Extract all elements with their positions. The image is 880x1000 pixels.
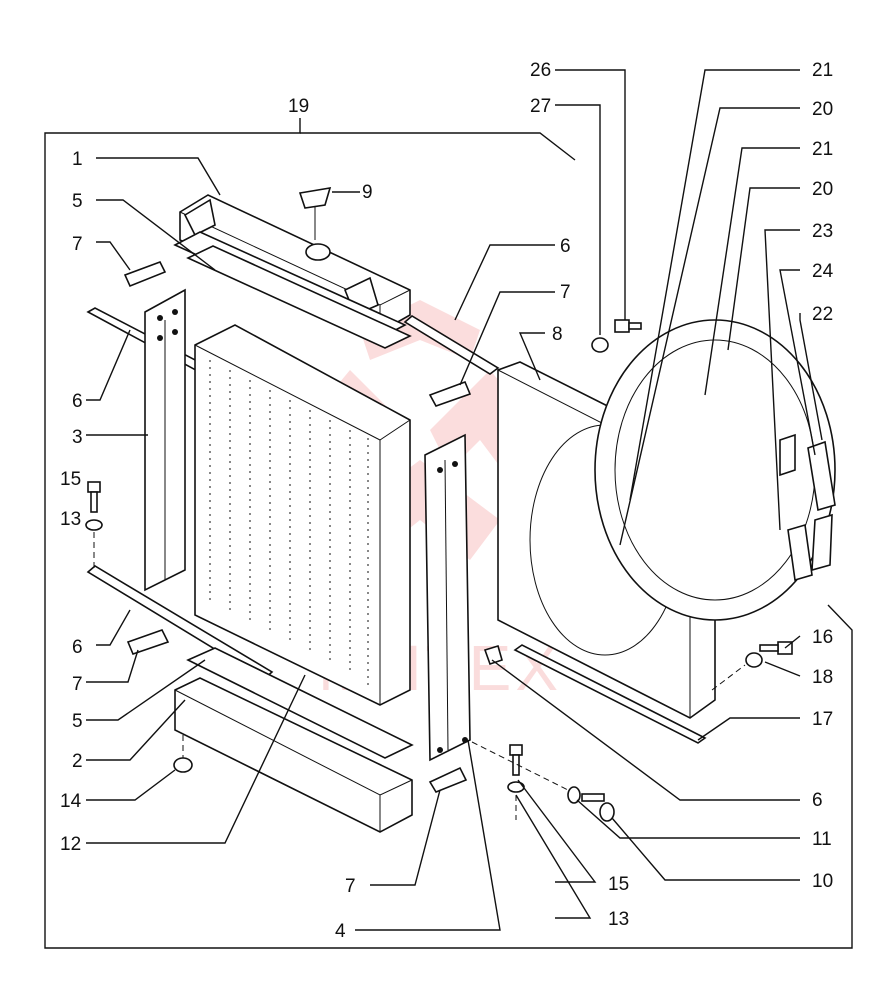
callout-4: 4 bbox=[335, 921, 346, 942]
callout-13-left: 13 bbox=[60, 509, 81, 530]
callout-18: 18 bbox=[812, 667, 833, 688]
spacer-plate-upper bbox=[123, 261, 167, 288]
callout-20-upper: 20 bbox=[812, 99, 833, 120]
callout-15-bottom: 15 bbox=[608, 874, 629, 895]
bolt-shroud-top bbox=[591, 319, 642, 353]
callout-labels: 19 1 9 5 7 6 3 15 13 6 7 5 2 14 12 26 27… bbox=[60, 60, 834, 942]
callout-2: 2 bbox=[72, 751, 83, 772]
seal-segments bbox=[779, 433, 836, 582]
callout-21-upper: 21 bbox=[812, 60, 833, 81]
callout-15-left: 15 bbox=[60, 469, 81, 490]
callout-13-bottom: 13 bbox=[608, 909, 629, 930]
callout-20-lower: 20 bbox=[812, 179, 833, 200]
callout-6-lower-left: 6 bbox=[72, 637, 83, 658]
base-strip bbox=[513, 644, 707, 744]
callout-12: 12 bbox=[60, 834, 81, 855]
filler-cap bbox=[298, 187, 332, 261]
callout-7-bottom: 7 bbox=[345, 876, 356, 897]
mounting-strip-upper-right bbox=[403, 315, 500, 375]
bottom-gasket bbox=[186, 647, 414, 759]
callout-16: 16 bbox=[812, 627, 833, 648]
callout-21-lower: 21 bbox=[812, 139, 833, 160]
callout-6-upper-left: 6 bbox=[72, 391, 83, 412]
callout-5-lower: 5 bbox=[72, 711, 83, 732]
leader-lines bbox=[86, 69, 823, 931]
callout-8: 8 bbox=[552, 324, 563, 345]
bolt-bottom-right bbox=[471, 741, 615, 822]
callout-6-lower-right: 6 bbox=[812, 790, 823, 811]
mounting-strip-lower-left bbox=[86, 565, 274, 680]
callout-6-upper-right: 6 bbox=[560, 236, 571, 257]
small-spacer bbox=[483, 644, 503, 666]
spacer-plate-upper-right bbox=[428, 380, 472, 407]
callout-7-upper-right: 7 bbox=[560, 282, 571, 303]
callout-9: 9 bbox=[362, 182, 373, 203]
callout-26: 26 bbox=[530, 60, 551, 81]
radiator-core bbox=[194, 324, 411, 706]
callout-14: 14 bbox=[60, 791, 82, 812]
nut-bottom bbox=[173, 757, 193, 773]
callout-11: 11 bbox=[812, 829, 832, 850]
right-side-bracket bbox=[424, 433, 471, 762]
bolt-left bbox=[85, 481, 103, 570]
assembly-frame-top bbox=[300, 132, 576, 161]
left-side-bracket bbox=[144, 288, 186, 592]
bottom-tank bbox=[174, 677, 413, 833]
callout-7-lower-left: 7 bbox=[72, 674, 83, 695]
callout-22: 22 bbox=[812, 304, 833, 325]
callout-27: 27 bbox=[530, 96, 551, 117]
callout-7-upper-left: 7 bbox=[72, 234, 83, 255]
callout-17: 17 bbox=[812, 709, 833, 730]
callout-1: 1 bbox=[72, 149, 83, 170]
spacer-plate-lower bbox=[126, 629, 170, 655]
callout-24: 24 bbox=[812, 261, 834, 282]
spacer-plate-right-bottom bbox=[428, 766, 468, 793]
callout-5-upper: 5 bbox=[72, 191, 83, 212]
callout-23: 23 bbox=[812, 221, 833, 242]
bolt-bottom-center bbox=[507, 744, 525, 820]
callout-3: 3 bbox=[72, 427, 83, 448]
top-gasket bbox=[186, 245, 412, 349]
bolt-shroud-side bbox=[711, 641, 793, 691]
callout-10: 10 bbox=[812, 871, 833, 892]
callout-19: 19 bbox=[288, 96, 309, 117]
